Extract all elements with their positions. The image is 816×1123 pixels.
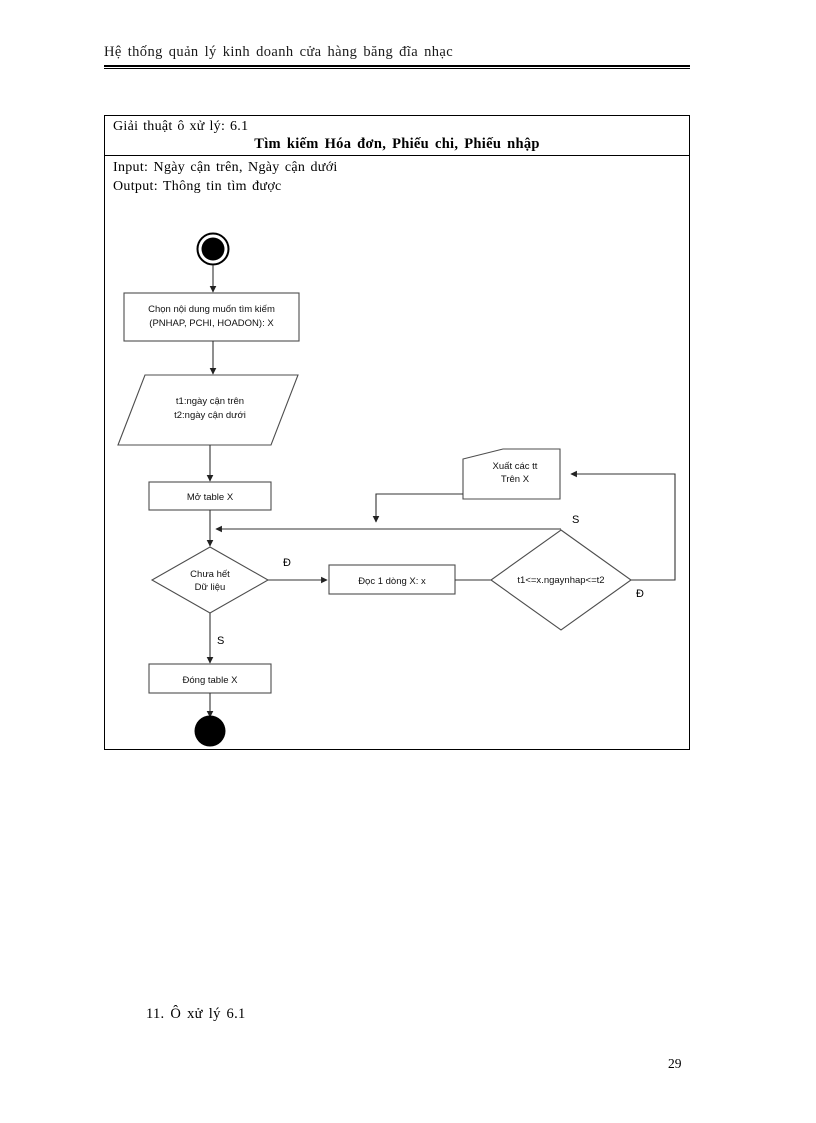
edge-output-to-loop — [372, 493, 463, 523]
branch-label-check-date-true: Đ — [636, 588, 644, 600]
flowchart-canvas: Chọn nội dung muốn tìm kiếm (PNHAP, PCHI… — [105, 116, 691, 751]
flow-node-choose-label-line1: Chọn nội dung muốn tìm kiếm — [148, 304, 275, 315]
header-rule-thin — [104, 68, 690, 69]
edge-check-date-true-to-output — [570, 470, 676, 581]
page-number: 29 — [668, 1056, 682, 1071]
flow-node-read-row: Đọc 1 dòng X: x — [328, 564, 456, 595]
flow-node-check-date: t1<=x.ngaynhap<=t2 — [490, 529, 632, 631]
branch-label-check-data-false: S — [217, 635, 224, 647]
running-header-text: Hệ thống quản lý kinh doanh cửa hàng băn… — [104, 44, 454, 60]
flow-node-choose: Chọn nội dung muốn tìm kiếm (PNHAP, PCHI… — [123, 292, 300, 342]
flow-node-input-dates-label-line2: t2:ngày cận dưới — [174, 410, 246, 421]
flow-node-open-table: Mở table X — [148, 481, 272, 511]
algorithm-input-line: Input: Ngày cận trên, Ngày cận dưới — [113, 160, 338, 175]
flow-node-read-row-label: Đọc 1 dòng X: x — [358, 576, 426, 587]
flow-node-check-data-label-line2: Dữ liệu — [195, 582, 226, 593]
algorithm-output-line: Output: Thông tin tìm được — [113, 178, 282, 194]
flow-node-end — [194, 715, 226, 747]
flow-node-output-info: Xuất các tt Trên X — [462, 448, 561, 500]
flow-node-output-info-label-line2: Trên X — [501, 474, 530, 485]
flow-node-close-table: Đóng table X — [148, 663, 272, 694]
algorithm-frame: Giải thuật ô xử lý: 6.1 Tìm kiếm Hóa đơn… — [104, 115, 690, 750]
flow-node-start — [196, 232, 230, 266]
flow-node-choose-label-line2: (PNHAP, PCHI, HOADON): X — [149, 318, 274, 329]
flow-node-input-dates-label-line1: t1:ngày cận trên — [176, 396, 244, 407]
branch-label-check-date-false: S — [572, 514, 579, 526]
algorithm-subtitle: Tìm kiếm Hóa đơn, Phiếu chi, Phiếu nhập — [105, 136, 689, 156]
figure-caption: 11. Ô xử lý 6.1 — [146, 1006, 246, 1022]
flow-node-check-data: Chưa hết Dữ liệu — [150, 546, 270, 614]
flow-node-output-info-label-line1: Xuất các tt — [493, 461, 538, 472]
flow-node-check-date-label: t1<=x.ngaynhap<=t2 — [517, 575, 604, 586]
algorithm-io-block: Input: Ngày cận trên, Ngày cận dưới Outp… — [105, 156, 689, 198]
header-rule-thick — [104, 65, 690, 67]
flow-node-check-data-label-line1: Chưa hết — [190, 569, 230, 580]
algorithm-title: Giải thuật ô xử lý: 6.1 — [113, 119, 249, 134]
flow-node-open-table-label: Mở table X — [187, 492, 234, 503]
flow-node-close-table-label: Đóng table X — [183, 675, 239, 686]
flow-node-input-dates: t1:ngày cận trên t2:ngày cận dưới — [117, 374, 299, 446]
document-header: Hệ thống quản lý kinh doanh cửa hàng băn… — [104, 44, 690, 69]
branch-label-check-data-true: Đ — [283, 557, 291, 569]
